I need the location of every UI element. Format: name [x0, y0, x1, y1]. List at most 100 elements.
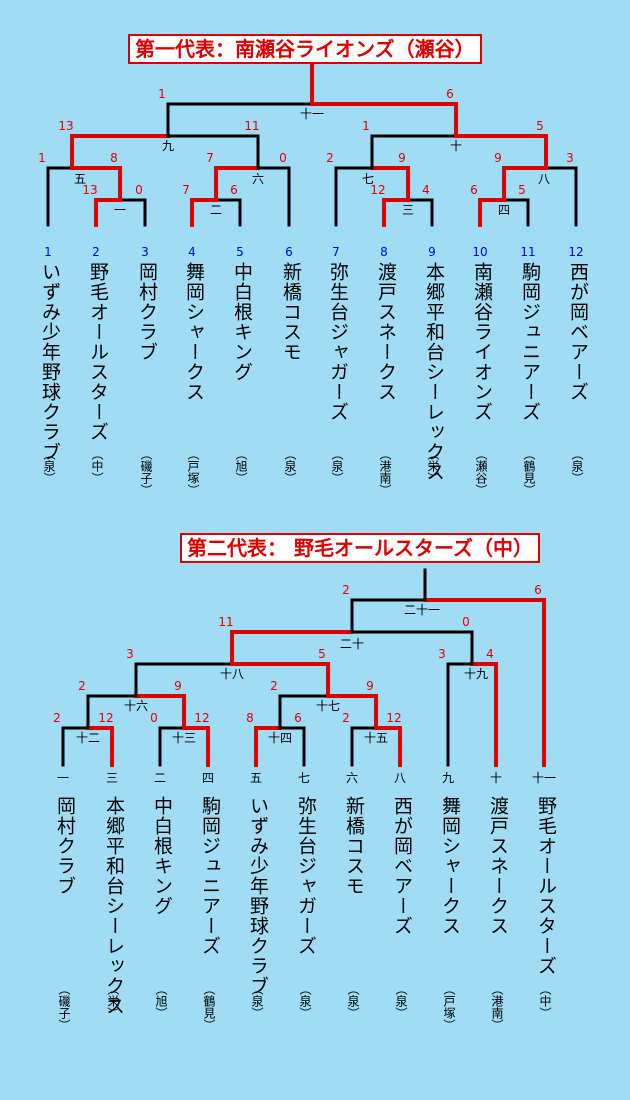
bracket1-match-label: 五 — [74, 172, 86, 186]
bracket1-team-name: 西が岡ベアーズ — [567, 262, 589, 402]
bracket1-team-name: 新橋コスモ — [280, 262, 302, 362]
bracket2-score: 2 — [78, 679, 86, 693]
bracket1-team-name: 本郷平和台シーレックス — [423, 262, 445, 482]
bracket1-score: 8 — [110, 151, 118, 165]
bracket2-team-name: 岡村クラブ — [54, 796, 76, 896]
bracket1-match-label: 一 — [114, 203, 126, 217]
bracket2-match-label: 十七 — [316, 699, 340, 713]
bracket2-score: 2 — [53, 711, 61, 725]
bracket1-match-label: 九 — [162, 139, 174, 153]
bracket2-slot-label: 一 — [57, 771, 69, 785]
bracket1-match-label: 二 — [210, 203, 222, 217]
bracket1-score: 12 — [370, 183, 385, 197]
bracket2-score: 8 — [246, 711, 254, 725]
bracket1-match-label: 六 — [252, 172, 264, 186]
bracket2-team-name: 駒岡ジュニアーズ — [199, 796, 221, 956]
bracket2-score: 0 — [462, 615, 470, 629]
bracket2-score: 5 — [318, 647, 326, 661]
bracket1-score: 13 — [58, 119, 73, 133]
bracket1-team-name: 舞岡シャークス — [183, 262, 205, 402]
bracket1-match-label: 三 — [402, 203, 414, 217]
bracket1-score: 5 — [518, 183, 526, 197]
bracket2-match-label: 十六 — [124, 699, 148, 713]
bracket2-score: 2 — [342, 711, 350, 725]
bracket1-match-label: 十 — [450, 139, 462, 153]
bracket1-team-number: 10 — [472, 245, 487, 259]
bracket1-score: 9 — [398, 151, 406, 165]
bracket1-team-name: 弥生台ジャガーズ — [327, 262, 349, 422]
bracket2-score: 12 — [386, 711, 401, 725]
bracket1-score: 6 — [230, 183, 238, 197]
bracket2-team-region: （磯子） — [57, 983, 71, 1031]
bracket2-slot-label: 九 — [442, 771, 454, 785]
bracket1-team-number: 1 — [44, 245, 52, 259]
bracket1-team-region: （磯子） — [139, 448, 153, 496]
bracket1-team-region: （栄） — [426, 448, 440, 484]
bracket2-team-region: （港南） — [490, 983, 504, 1031]
bracket1-score: 6 — [470, 183, 478, 197]
bracket2-team-name: 渡戸スネークス — [487, 796, 509, 936]
bracket1-team-number: 5 — [236, 245, 244, 259]
bracket1-score: 11 — [244, 119, 259, 133]
bracket1-team-number: 9 — [428, 245, 436, 259]
bracket1-score: 2 — [326, 151, 334, 165]
bracket2-match-label: 十四 — [268, 731, 292, 745]
bracket2-score: 2 — [270, 679, 278, 693]
bracket1-team-number: 6 — [285, 245, 293, 259]
bracket2-slot-label: 八 — [394, 771, 406, 785]
bracket1-team-name: 南瀬谷ライオンズ — [471, 262, 493, 422]
bracket2-team-region: （泉） — [250, 983, 264, 1019]
bracket2-score: 3 — [126, 647, 134, 661]
bracket2-score: 12 — [194, 711, 209, 725]
bracket1-team-number: 4 — [188, 245, 196, 259]
bracket2-team-region: （栄） — [106, 983, 120, 1019]
bracket2-score: 9 — [366, 679, 374, 693]
bracket2-score: 2 — [342, 583, 350, 597]
bracket1-match-label: 四 — [498, 203, 510, 217]
bracket1-team-number: 7 — [332, 245, 340, 259]
bracket2-match-label: 十八 — [220, 667, 244, 681]
bracket1-team-name: 中白根キング — [231, 262, 253, 382]
bracket1-score: 1 — [362, 119, 370, 133]
bracket2-match-label: 二十 — [340, 637, 364, 651]
bracket1-team-number: 8 — [380, 245, 388, 259]
bracket2-score: 0 — [150, 711, 158, 725]
bracket2-score: 11 — [218, 615, 233, 629]
bracket1-score: 5 — [536, 119, 544, 133]
bracket2-team-name: 西が岡ベアーズ — [391, 796, 413, 936]
bracket2-slot-label: 十一 — [532, 771, 556, 785]
bracket2-team-name: いずみ少年野球クラブ — [247, 796, 269, 996]
bracket1-team-name: 渡戸スネークス — [375, 262, 397, 402]
bracket2-slot-label: 六 — [346, 771, 358, 785]
bracket2-team-region: （泉） — [346, 983, 360, 1019]
bracket1-team-region: （戸塚） — [186, 448, 200, 496]
bracket1-score: 9 — [494, 151, 502, 165]
bracket1-score: 13 — [82, 183, 97, 197]
bracket1-score: 7 — [206, 151, 214, 165]
bracket2-team-region: （泉） — [394, 983, 408, 1019]
bracket2-team-name: 弥生台ジャガーズ — [295, 796, 317, 956]
bracket2-match-label: 十二 — [76, 731, 100, 745]
bracket2-team-name: 野毛オールスターズ — [535, 796, 557, 976]
bracket2-slot-label: 七 — [298, 771, 310, 785]
bracket2-score: 6 — [534, 583, 542, 597]
bracket1-score: 6 — [446, 87, 454, 101]
bracket1-score: 0 — [135, 183, 143, 197]
bracket1-team-name: 駒岡ジュニアーズ — [519, 262, 541, 422]
bracket2-slot-label: 五 — [250, 771, 262, 785]
bracket1-team-number: 12 — [568, 245, 583, 259]
bracket2-slot-label: 二 — [154, 771, 166, 785]
bracket1-score: 0 — [279, 151, 287, 165]
bracket2-score: 9 — [174, 679, 182, 693]
bracket1-team-region: （瀬谷） — [474, 448, 488, 496]
bracket2-team-region: （中） — [538, 983, 552, 1019]
bracket1-team-region: （泉） — [283, 448, 297, 484]
bracket2-match-label: 十九 — [464, 667, 488, 681]
bracket2-match-label: 十三 — [172, 731, 196, 745]
bracket1-team-region: （鶴見） — [522, 448, 536, 496]
bracket2-score: 3 — [438, 647, 446, 661]
bracket2-score: 12 — [98, 711, 113, 725]
bracket1-team-number: 3 — [141, 245, 149, 259]
bracket1-match-label: 七 — [362, 172, 374, 186]
